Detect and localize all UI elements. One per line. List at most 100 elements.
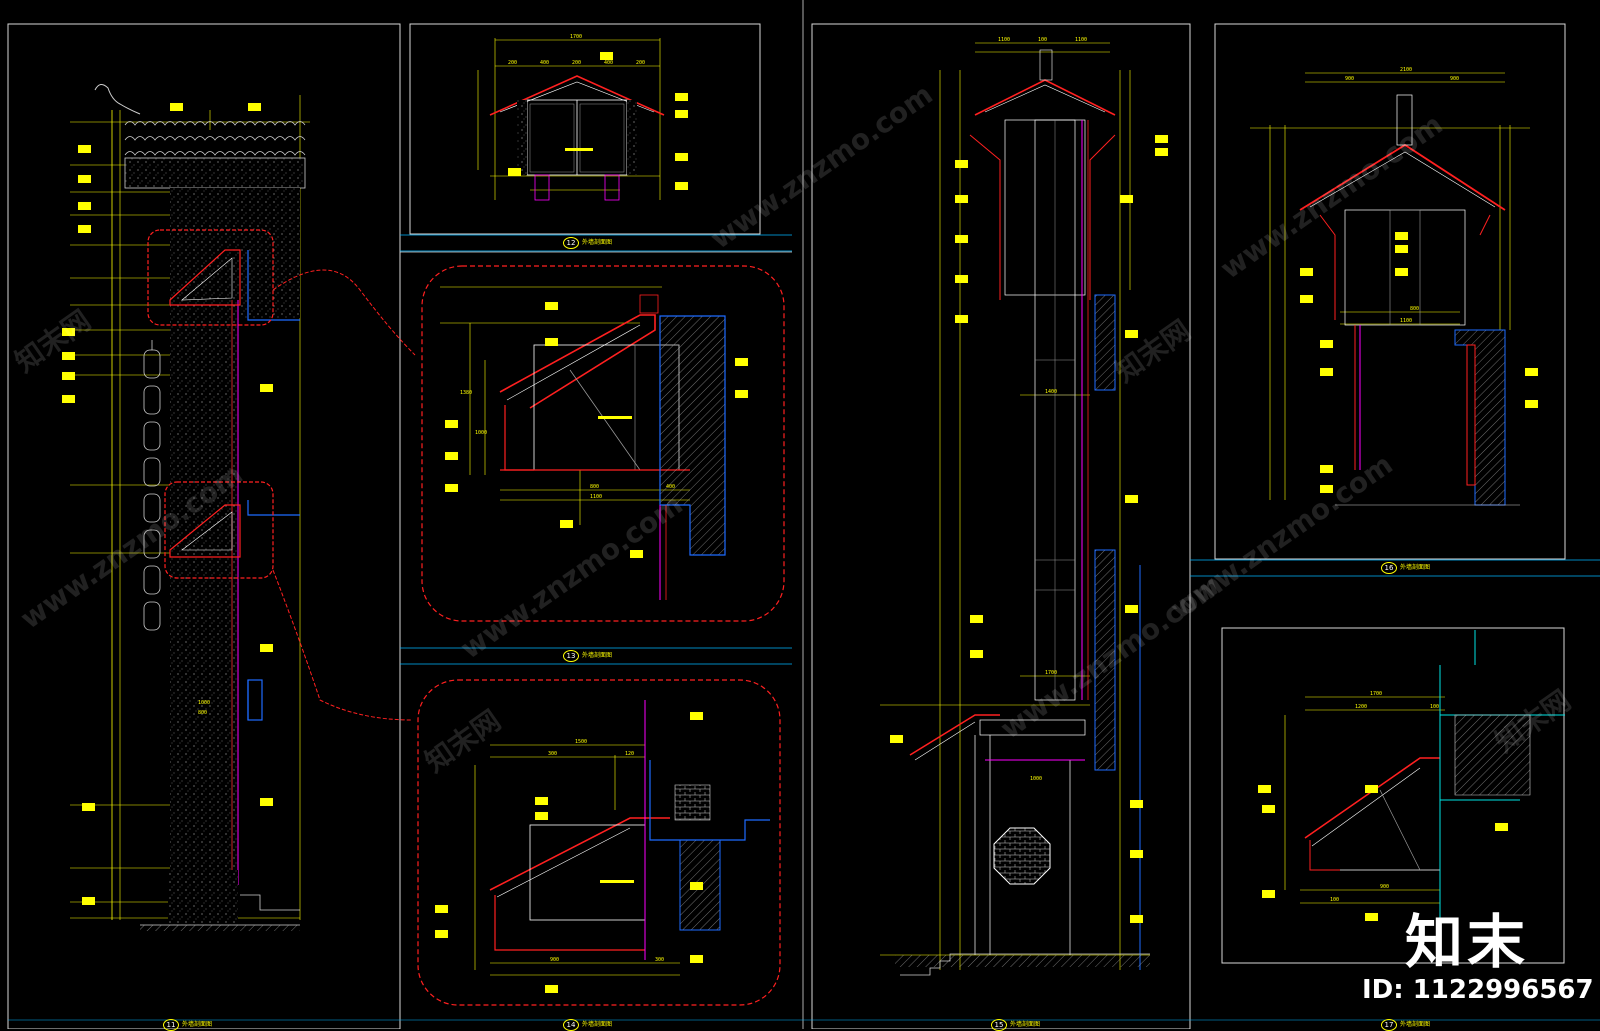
dim-p17-top-1: 1700 bbox=[1370, 691, 1383, 697]
dim-p14-bottom-2: 300 bbox=[655, 957, 665, 963]
dim-p14-bottom-1: 900 bbox=[550, 957, 560, 963]
annotation-tag bbox=[1130, 800, 1143, 808]
annotation-tag bbox=[1365, 913, 1378, 921]
annotation-tag bbox=[248, 103, 261, 111]
annotation-tag bbox=[955, 315, 968, 323]
annotation-tag bbox=[435, 905, 448, 913]
annotation-tag bbox=[1262, 890, 1275, 898]
annotation-tag bbox=[260, 384, 273, 392]
annotation-tag bbox=[1320, 368, 1333, 376]
annotation-tag bbox=[78, 175, 91, 183]
annotation-tag bbox=[260, 798, 273, 806]
annotation-tag bbox=[735, 390, 748, 398]
annotation-tag bbox=[435, 930, 448, 938]
dim-p13-bottom-3: 400 bbox=[666, 484, 676, 490]
section-number-16: 16 bbox=[1381, 562, 1397, 574]
annotation-tag bbox=[600, 52, 613, 60]
dim-p15-mid-2: 1700 bbox=[1045, 670, 1058, 676]
section-title-17: 外墙剖面图 bbox=[1400, 1021, 1431, 1028]
dim-p12-sub-2: 400 bbox=[540, 60, 550, 66]
annotation-tag bbox=[690, 712, 703, 720]
annotation-tag bbox=[82, 897, 95, 905]
dim-p17-top-3: 100 bbox=[1430, 704, 1440, 710]
dim-p16-top-3: 900 bbox=[1450, 76, 1460, 82]
annotation-tag bbox=[970, 615, 983, 623]
annotation-tag bbox=[1395, 245, 1408, 253]
dim-p13-bottom-1: 800 bbox=[590, 484, 600, 490]
annotation-tag bbox=[545, 302, 558, 310]
annotation-tag bbox=[1258, 785, 1271, 793]
dim-p12-sub-3: 200 bbox=[572, 60, 582, 66]
annotation-tag bbox=[535, 797, 548, 805]
annotation-tag bbox=[62, 395, 75, 403]
panel-17-drawing bbox=[1189, 577, 1565, 1029]
annotation-tag bbox=[1130, 850, 1143, 858]
annotation-tag bbox=[690, 955, 703, 963]
annotation-tag bbox=[445, 420, 458, 428]
section-number-12: 12 bbox=[563, 237, 579, 249]
dim-p13-bottom-2: 1100 bbox=[590, 494, 603, 500]
annotation-tag bbox=[508, 168, 521, 176]
dim-p17-bottom-1: 900 bbox=[1380, 884, 1390, 890]
section-title-12: 外墙剖面图 bbox=[582, 239, 613, 246]
section-number-15: 15 bbox=[991, 1019, 1007, 1031]
annotation-tag bbox=[78, 202, 91, 210]
annotation-tag bbox=[890, 735, 903, 743]
annotation-tag bbox=[445, 452, 458, 460]
dim-p11-mid-2: 800 bbox=[198, 710, 208, 716]
dim-p12-sub-4: 400 bbox=[604, 60, 614, 66]
dim-p14-top-1: 1500 bbox=[575, 739, 588, 745]
section-number-13: 13 bbox=[563, 650, 579, 662]
dim-p15-top-2: 100 bbox=[1038, 37, 1048, 43]
dim-p13-side-2: 1000 bbox=[475, 430, 488, 436]
dim-p12-top: 1700 bbox=[570, 34, 583, 40]
dim-p16-top-2: 900 bbox=[1345, 76, 1355, 82]
annotation-tag bbox=[1125, 605, 1138, 613]
panel-16-drawing bbox=[1190, 23, 1600, 577]
brand-logo: 知末 bbox=[1405, 908, 1530, 976]
dim-p15-top-1: 1100 bbox=[998, 37, 1011, 43]
dim-p15-mid-3: 1000 bbox=[1030, 776, 1043, 782]
dim-p16-top-1: 2100 bbox=[1400, 67, 1413, 73]
dim-p16-mid-1: 800 bbox=[1410, 306, 1420, 312]
panel-12-drawing bbox=[400, 23, 792, 252]
annotation-tag bbox=[1125, 330, 1138, 338]
annotation-tag bbox=[1300, 268, 1313, 276]
annotation-tag bbox=[78, 145, 91, 153]
panel-15-drawing bbox=[802, 0, 1191, 1029]
annotation-tag bbox=[1525, 400, 1538, 408]
dim-p15-top-3: 1100 bbox=[1075, 37, 1088, 43]
annotation-tag bbox=[1320, 485, 1333, 493]
annotation-tag bbox=[1320, 340, 1333, 348]
annotation-tag bbox=[445, 484, 458, 492]
annotation-tag bbox=[675, 110, 688, 118]
annotation-tag bbox=[1395, 232, 1408, 240]
section-number-14: 14 bbox=[563, 1019, 579, 1031]
annotation-tag bbox=[675, 93, 688, 101]
annotation-tag bbox=[62, 372, 75, 380]
annotation-tag bbox=[630, 550, 643, 558]
annotation-tag bbox=[62, 328, 75, 336]
annotation-tag bbox=[560, 520, 573, 528]
dim-p15-mid-1: 1400 bbox=[1045, 389, 1058, 395]
annotation-tag bbox=[1130, 915, 1143, 923]
annotation-tag bbox=[545, 985, 558, 993]
section-title-14: 外墙剖面图 bbox=[582, 1021, 613, 1028]
dim-p17-bottom-2: 100 bbox=[1330, 897, 1340, 903]
dim-p12-sub-1: 200 bbox=[508, 60, 518, 66]
annotation-tag bbox=[1155, 148, 1168, 156]
annotation-tag bbox=[535, 812, 548, 820]
annotation-tag bbox=[62, 352, 75, 360]
annotation-tag bbox=[1525, 368, 1538, 376]
annotation-tag bbox=[1495, 823, 1508, 831]
annotation-tag bbox=[955, 235, 968, 243]
annotation-tag bbox=[1125, 495, 1138, 503]
dim-p14-top-2: 300 bbox=[548, 751, 558, 757]
dim-p17-top-2: 1200 bbox=[1355, 704, 1368, 710]
dim-p13-side-1: 1380 bbox=[460, 390, 473, 396]
annotation-tag bbox=[1155, 135, 1168, 143]
section-title-13: 外墙剖面图 bbox=[582, 652, 613, 659]
annotation-tag bbox=[955, 160, 968, 168]
annotation-tag bbox=[545, 338, 558, 346]
